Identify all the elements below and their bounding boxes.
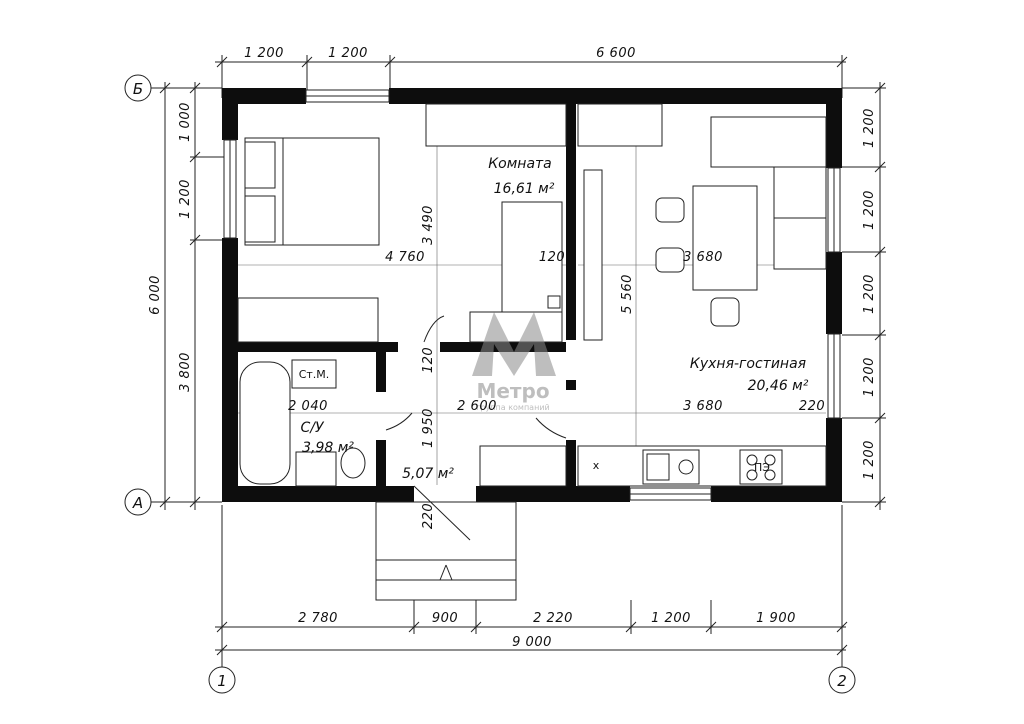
dim-hall-width: 2 600 [457, 399, 497, 414]
dim-hall-depth: 1 950 [421, 408, 436, 448]
room-name-kitchen: Кухня-гостиная [690, 356, 806, 372]
label-cross: x [593, 459, 600, 472]
axis-row-bottom: А [132, 494, 143, 512]
room-name-komnata: Комната [488, 156, 552, 172]
dim-top-2: 1 200 [328, 46, 368, 61]
room-area-kitchen: 20,46 м² [748, 378, 809, 394]
dim-bottom-2: 900 [432, 611, 458, 626]
room-area-komnata: 16,61 м² [494, 181, 555, 197]
dim-right-2: 1 200 [862, 190, 877, 230]
company-logo: Метро группа компаний [472, 312, 556, 412]
label-washer: Ст.М. [299, 368, 330, 381]
logo-name: Метро [476, 379, 549, 403]
dim-right-5: 1 200 [862, 440, 877, 480]
dim-left-total: 6 000 [148, 275, 163, 315]
dim-room-depth: 3 490 [421, 205, 436, 245]
dim-wall-120-b: 120 [421, 347, 436, 373]
axis-col-left: 1 [217, 672, 227, 690]
dim-wall-220-a: 220 [799, 399, 825, 414]
room-area-hall: 5,07 м² [402, 466, 454, 482]
dim-bottom-3: 2 220 [533, 611, 573, 626]
axis-col-right: 2 [837, 672, 847, 690]
dim-bottom-total: 9 000 [512, 635, 552, 650]
dim-bath-width: 2 040 [288, 399, 328, 414]
dimension-texts: 1 200 1 200 6 600 1 000 1 200 6 000 3 80… [148, 46, 877, 650]
dim-bottom-1: 2 780 [298, 611, 338, 626]
dim-bottom-4: 1 200 [651, 611, 691, 626]
dim-kitchen-width-a: 3 680 [683, 250, 723, 265]
dim-kitchen-depth: 5 560 [620, 274, 635, 314]
label-stove: ПЭ [754, 461, 770, 474]
walls [222, 88, 842, 502]
axis-markers: Б А 1 2 [124, 74, 856, 694]
room-area-bath: 3,98 м² [302, 440, 354, 456]
dim-left-1: 1 000 [178, 102, 193, 142]
furniture [237, 103, 827, 601]
axis-row-top: Б [133, 80, 143, 98]
dim-right-4: 1 200 [862, 357, 877, 397]
dim-right-1: 1 200 [862, 108, 877, 148]
windows [223, 89, 841, 501]
room-labels: Комната 16,61 м² Кухня-гостиная 20,46 м²… [299, 156, 809, 482]
dim-room-width: 4 760 [385, 250, 425, 265]
dim-left-2: 1 200 [178, 179, 193, 219]
dim-wall-220-b: 220 [421, 503, 436, 529]
dim-top-1: 1 200 [244, 46, 284, 61]
logo-subtitle: группа компаний [476, 403, 549, 412]
dim-right-3: 1 200 [862, 274, 877, 314]
dim-top-3: 6 600 [596, 46, 636, 61]
dim-left-3: 3 800 [178, 352, 193, 392]
dim-wall-120-a: 120 [539, 250, 565, 265]
dim-kitchen-width-b: 3 680 [683, 399, 723, 414]
dim-bottom-5: 1 900 [756, 611, 796, 626]
room-name-bath: С/У [300, 420, 324, 436]
